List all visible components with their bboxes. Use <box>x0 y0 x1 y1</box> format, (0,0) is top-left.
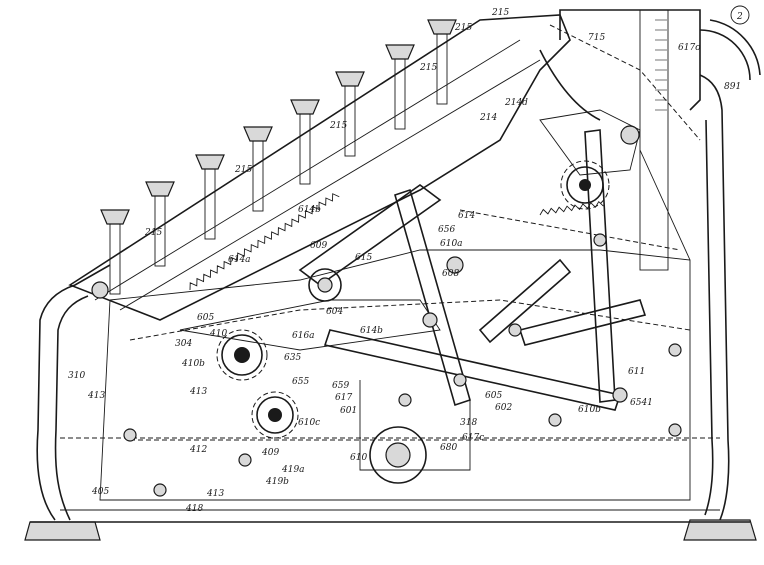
corner-mark: 2 <box>736 12 743 22</box>
label-304: 304 <box>175 339 192 349</box>
label-318: 318 <box>460 418 477 428</box>
label-891: 891 <box>724 82 741 92</box>
disc-mid <box>308 268 342 302</box>
label-419b: 419b <box>265 477 289 487</box>
label-617c: 617c <box>462 433 484 443</box>
label-608: 608 <box>442 269 459 279</box>
label-617o: 617o <box>678 43 701 53</box>
right-foot <box>683 519 757 541</box>
label-610: 610 <box>350 453 367 463</box>
key-5 <box>290 99 320 185</box>
label-215: 215 <box>144 228 162 238</box>
label-215: 215 <box>419 63 437 73</box>
pivots <box>91 125 682 497</box>
label-412: 412 <box>189 445 207 455</box>
label-410: 410 <box>209 329 227 339</box>
label-409: 409 <box>261 448 279 458</box>
label-413: 413 <box>206 489 224 499</box>
key-3 <box>195 154 225 240</box>
levers <box>129 24 701 471</box>
key-row <box>100 19 457 295</box>
label-635: 635 <box>284 353 301 363</box>
label-419a: 419a <box>281 465 305 475</box>
label-614a: 614a <box>228 255 251 265</box>
label-604: 604 <box>326 307 343 317</box>
key-1 <box>100 209 130 295</box>
label-610b: 610b <box>578 405 601 415</box>
disc-large <box>369 426 427 484</box>
label-215: 215 <box>329 121 347 131</box>
key-8 <box>427 19 457 105</box>
key-7 <box>385 44 415 130</box>
label-614b: 614b <box>298 205 321 215</box>
label-655: 655 <box>292 377 309 387</box>
label-616a: 616a <box>292 331 315 341</box>
label-418: 418 <box>185 504 203 514</box>
key-2 <box>145 181 175 267</box>
label-614b: 614b <box>360 326 383 336</box>
key-4 <box>243 126 273 212</box>
label-214d: 214d <box>504 98 528 108</box>
label-615: 615 <box>355 253 372 263</box>
key-6 <box>335 71 365 157</box>
label-614: 614 <box>458 211 475 221</box>
label-215: 215 <box>491 8 509 18</box>
left-foot <box>24 521 101 541</box>
label-405: 405 <box>91 487 109 497</box>
label-215: 215 <box>234 165 252 175</box>
label-6541: 6541 <box>630 398 653 408</box>
reference-labels: 215 215 215 215 215 215 715 617o 891 214… <box>68 8 741 514</box>
gear-left-upper <box>216 329 268 381</box>
label-617: 617 <box>335 393 352 403</box>
gear-left-lower <box>251 391 299 439</box>
label-611: 611 <box>628 367 645 377</box>
corner-arc <box>699 5 761 81</box>
springs <box>189 193 604 291</box>
label-413: 413 <box>189 387 207 397</box>
label-680: 680 <box>440 443 457 453</box>
label-610c: 610c <box>298 418 320 428</box>
label-410b: 410b <box>181 359 205 369</box>
label-609: 609 <box>310 241 327 251</box>
machine-frame <box>24 9 757 541</box>
label-610a: 610a <box>440 239 463 249</box>
label-605: 605 <box>197 313 214 323</box>
label-215: 215 <box>454 23 472 33</box>
label-214: 214 <box>479 113 497 123</box>
label-310: 310 <box>68 371 85 381</box>
label-715: 715 <box>588 33 605 43</box>
label-659: 659 <box>332 381 349 391</box>
label-605: 605 <box>485 391 502 401</box>
label-602: 602 <box>495 403 512 413</box>
gear-right-upper <box>560 160 610 210</box>
gears <box>216 5 761 484</box>
label-656: 656 <box>438 225 455 235</box>
label-601: 601 <box>340 406 357 416</box>
label-413: 413 <box>87 391 105 401</box>
comb-teeth <box>655 19 667 111</box>
